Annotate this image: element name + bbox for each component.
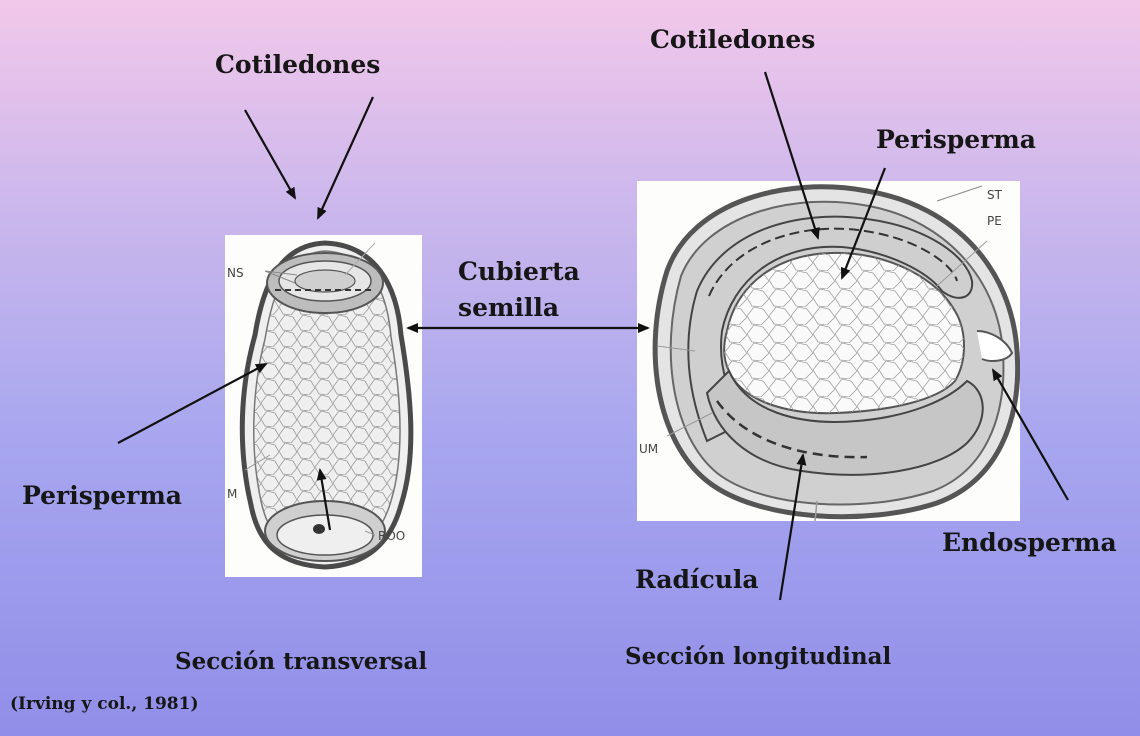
tag-pe: PE — [987, 214, 1002, 228]
label-perisperma-right: Perisperma — [876, 125, 1036, 154]
label-perisperma-left: Perisperma — [22, 481, 182, 510]
tag-roo: ROO — [378, 529, 405, 543]
label-radicula: Radícula — [635, 565, 759, 594]
citation: (Irving y col., 1981) — [10, 694, 199, 714]
label-endosperma: Endosperma — [942, 528, 1117, 557]
label-semilla: semilla — [458, 293, 559, 322]
label-seccion-longitudinal: Sección longitudinal — [625, 643, 891, 670]
longitudinal-section-figure: ST PE UM — [637, 181, 1020, 521]
transverse-section-figure: NS M ROO — [225, 235, 422, 577]
label-seccion-transversal: Sección transversal — [175, 648, 427, 675]
label-cubierta: Cubierta — [458, 257, 580, 286]
label-cotiledones-right: Cotiledones — [650, 25, 815, 54]
arrow-cot-left-1 — [245, 110, 295, 198]
arrow-cot-left-2 — [318, 97, 373, 218]
tag-st: ST — [987, 188, 1003, 202]
tag-ns: NS — [227, 266, 244, 280]
label-cotiledones-left: Cotiledones — [215, 50, 380, 79]
tag-m: M — [227, 487, 237, 501]
tag-um: UM — [639, 442, 658, 456]
